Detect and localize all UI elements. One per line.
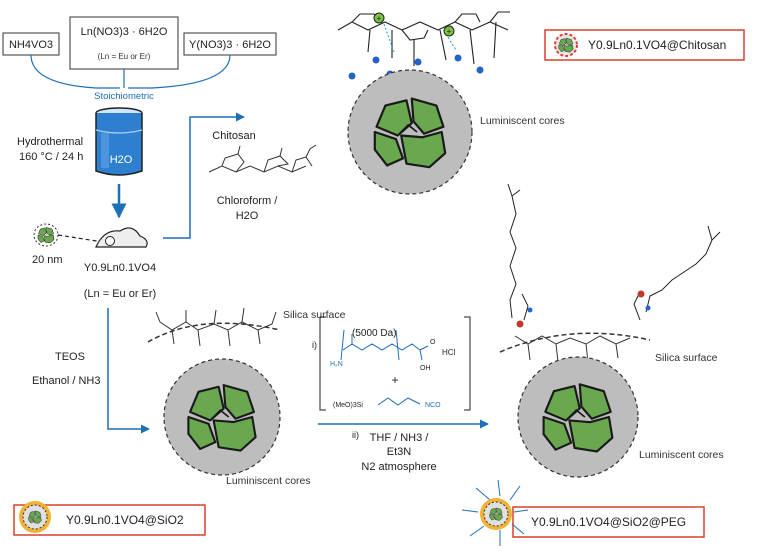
chitosan-solvent-line2: H2O xyxy=(236,210,259,222)
size-label: 20 nm xyxy=(32,254,63,266)
svg-text:H₂N: H₂N xyxy=(330,361,343,368)
reagent-y-nitrate: Y(NO3)3 · 6H2O xyxy=(183,32,277,56)
ln-note-label: (Ln = Eu or Er) xyxy=(98,52,151,61)
peg-conditions-line3: N2 atmosphere xyxy=(361,461,436,473)
beaker-icon xyxy=(95,107,143,176)
silica-product-label: Y0.9Ln0.1VO4@SiO2 xyxy=(66,513,184,527)
peg-conditions-line2: Et3N xyxy=(387,446,412,458)
svg-text:+: + xyxy=(447,27,452,36)
peg-product-badge: Y0.9Ln0.1VO4@SiO2@PEG xyxy=(461,479,705,546)
peg-plus: + xyxy=(391,373,398,387)
peg-cores-label: Luminiscent cores xyxy=(639,449,724,461)
peg-hcl-label: HCl xyxy=(442,348,456,357)
nh4vo3-label: NH4VO3 xyxy=(9,39,53,51)
svg-text:OH: OH xyxy=(420,365,431,372)
reagent-merge-lines xyxy=(30,54,231,89)
silane-label: (MeO)3Si xyxy=(333,402,363,409)
arrow-to-chitosan xyxy=(163,112,245,239)
chitosan-reagent-label: Chitosan xyxy=(212,130,255,142)
silane-structure xyxy=(377,397,421,406)
peg-surface-label: Silica surface xyxy=(655,352,718,364)
stoichiometric-label: Stoichiometric xyxy=(94,91,154,102)
silica-surface-label: Silica surface xyxy=(283,309,346,321)
y-nitrate-label: Y(NO3)3 · 6H2O xyxy=(189,39,271,51)
silica-cores-label: Luminiscent cores xyxy=(226,475,311,487)
svg-text:+: + xyxy=(377,14,382,23)
product-formula: Y0.9Ln0.1VO4 xyxy=(84,262,156,274)
solvent-label: H2O xyxy=(110,154,133,166)
chitosan-core xyxy=(347,69,473,195)
chitosan-cores-label: Luminiscent cores xyxy=(480,115,565,127)
peg-conditions-line1: THF / NH3 / xyxy=(370,432,430,444)
ammonium-icons: + + xyxy=(373,12,455,37)
ln-nitrate-label: Ln(NO3)3 · 6H2O xyxy=(81,26,168,38)
urethane-links xyxy=(516,290,651,328)
peg-silica-network xyxy=(499,332,651,363)
product-note: (Ln = Eu or Er) xyxy=(84,288,156,300)
reagent-ln-nitrate: Ln(NO3)3 · 6H2O (Ln = Eu or Er) xyxy=(69,16,179,70)
peg-step1-label: i) xyxy=(312,340,317,350)
reagent-nh4vo3: NH4VO3 xyxy=(2,32,60,56)
teos-label: TEOS xyxy=(55,351,85,363)
svg-text:O: O xyxy=(430,339,436,346)
powder-icon xyxy=(95,227,148,248)
hydrothermal-label: Hydrothermal xyxy=(17,136,83,148)
peg-reagent-bracket xyxy=(319,316,471,411)
chitosan-product-badge: Y0.9Ln0.1VO4@Chitosan xyxy=(544,29,745,61)
peg-chains xyxy=(507,183,721,321)
arrow-to-silica xyxy=(107,308,150,434)
chitosan-solvent-line1: Chloroform / xyxy=(217,195,278,207)
peg-core xyxy=(517,356,639,478)
zoom-line xyxy=(57,234,104,243)
peg-amine-structure xyxy=(340,329,429,361)
peg-mw-label: (5000 Da) xyxy=(352,328,396,339)
silica-product-badge: Y0.9Ln0.1VO4@SiO2 xyxy=(13,501,206,536)
chitosan-chain xyxy=(337,11,510,66)
nco-label: NCO xyxy=(425,402,441,409)
silica-core xyxy=(163,358,281,476)
nanoparticle-icon xyxy=(33,223,59,247)
hydrothermal-conditions: 160 °C / 24 h xyxy=(19,151,83,163)
peg-product-label: Y0.9Ln0.1VO4@SiO2@PEG xyxy=(531,515,686,529)
silica-solvent-label: Ethanol / NH3 xyxy=(32,375,100,387)
chitosan-structure xyxy=(208,144,317,173)
silica-network xyxy=(147,307,281,347)
chitosan-product-label: Y0.9Ln0.1VO4@Chitosan xyxy=(588,38,726,52)
peg-step2-label: ii) xyxy=(352,430,359,440)
